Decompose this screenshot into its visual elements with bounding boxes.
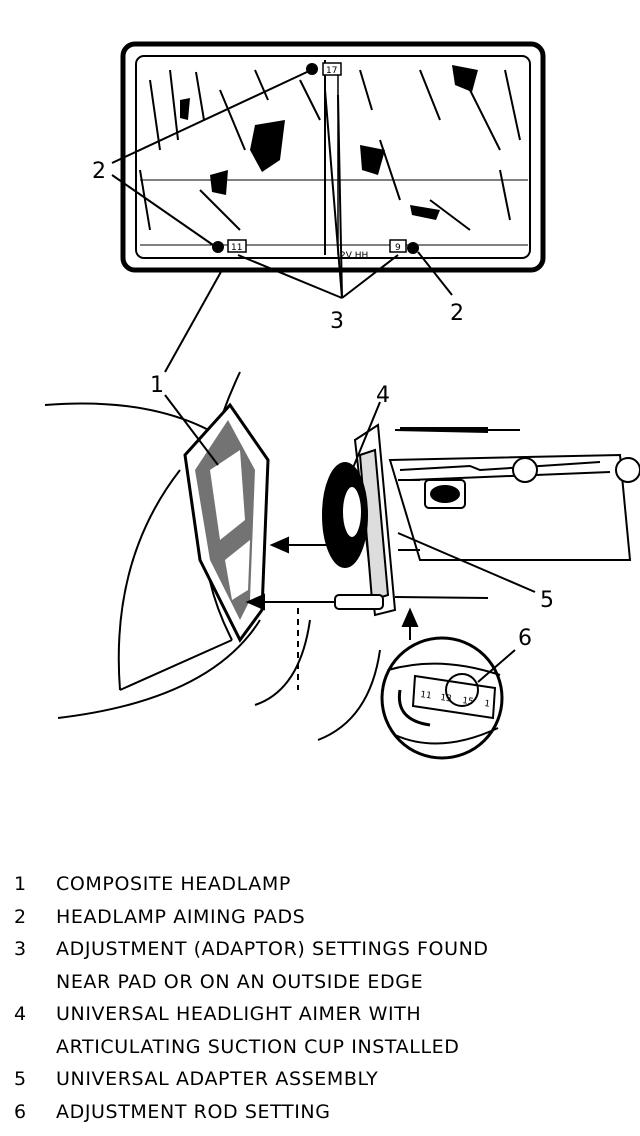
legend-item-continued: NEAR PAD OR ON AN OUTSIDE EDGE	[14, 966, 624, 999]
top-leader-lines	[111, 71, 453, 373]
rod-detail-arrow	[401, 607, 419, 640]
headlamp-lens-detail: 17 11 9 2V HH	[120, 41, 546, 273]
legend-number: 4	[14, 1003, 27, 1025]
legend-item: 4 UNIVERSAL HEADLIGHT AIMER WITH	[14, 998, 624, 1031]
aiming-pad-top	[306, 63, 318, 75]
legend-text: UNIVERSAL ADAPTER ASSEMBLY	[56, 1068, 379, 1090]
aiming-pad-right	[407, 242, 419, 254]
universal-aimer	[388, 427, 640, 599]
universal-adapter-assembly	[322, 423, 420, 617]
callout-6: 6	[518, 626, 532, 651]
legend-item: 6 ADJUSTMENT ROD SETTING	[14, 1096, 624, 1129]
adjustment-rod-detail: 11 13 15 1	[380, 636, 504, 760]
legend-text: ARTICULATING SUCTION CUP INSTALLED	[56, 1035, 460, 1058]
legend-text: COMPOSITE HEADLAMP	[56, 873, 291, 895]
callout-2-right: 2	[450, 301, 464, 326]
callout-3: 3	[330, 309, 344, 334]
legend-text: ADJUSTMENT ROD SETTING	[56, 1100, 331, 1123]
legend-item: 2 HEADLAMP AIMING PADS	[14, 901, 624, 934]
legend: 1 COMPOSITE HEADLAMP 2 HEADLAMP AIMING P…	[14, 868, 624, 1128]
legend-item: 1 COMPOSITE HEADLAMP	[14, 868, 624, 901]
rod-scale-13: 13	[440, 693, 453, 704]
callout-2-left: 2	[92, 159, 106, 184]
legend-text: NEAR PAD OR ON AN OUTSIDE EDGE	[56, 970, 424, 993]
composite-headlamp	[183, 402, 270, 643]
legend-text: ADJUSTMENT (ADAPTOR) SETTINGS FOUND	[56, 938, 489, 960]
legend-number: 2	[14, 905, 27, 928]
rod-scale-15: 15	[462, 696, 475, 707]
headlamp-aiming-diagram: 17 11 9 2V HH 2 3 2 1	[44, 41, 640, 760]
legend-item: 5 UNIVERSAL ADAPTER ASSEMBLY	[14, 1063, 624, 1096]
legend-text: HEADLAMP AIMING PADS	[56, 905, 306, 928]
lens-texture	[139, 69, 521, 231]
pad-label-top: 17	[326, 66, 337, 76]
callout-1: 1	[150, 373, 164, 398]
arrows	[245, 536, 338, 690]
legend-item: 3 ADJUSTMENT (ADAPTOR) SETTINGS FOUND	[14, 933, 624, 966]
legend-text: UNIVERSAL HEADLIGHT AIMER WITH	[56, 1003, 422, 1025]
lens-dark-patches	[180, 65, 478, 220]
aiming-pad-left	[212, 241, 224, 253]
callout-5: 5	[540, 588, 554, 613]
rod-scale-11: 11	[420, 690, 433, 701]
callout-4: 4	[376, 383, 390, 408]
pad-label-mid: 2V HH	[340, 251, 368, 261]
legend-number: 3	[14, 938, 27, 960]
legend-item-continued: ARTICULATING SUCTION CUP INSTALLED	[14, 1031, 624, 1064]
rod-scale-1: 1	[484, 699, 491, 710]
legend-number: 5	[14, 1068, 27, 1090]
pad-label-right: 9	[395, 243, 401, 253]
legend-number: 1	[14, 873, 27, 895]
legend-number: 6	[14, 1100, 27, 1123]
pad-label-left: 11	[231, 243, 242, 253]
